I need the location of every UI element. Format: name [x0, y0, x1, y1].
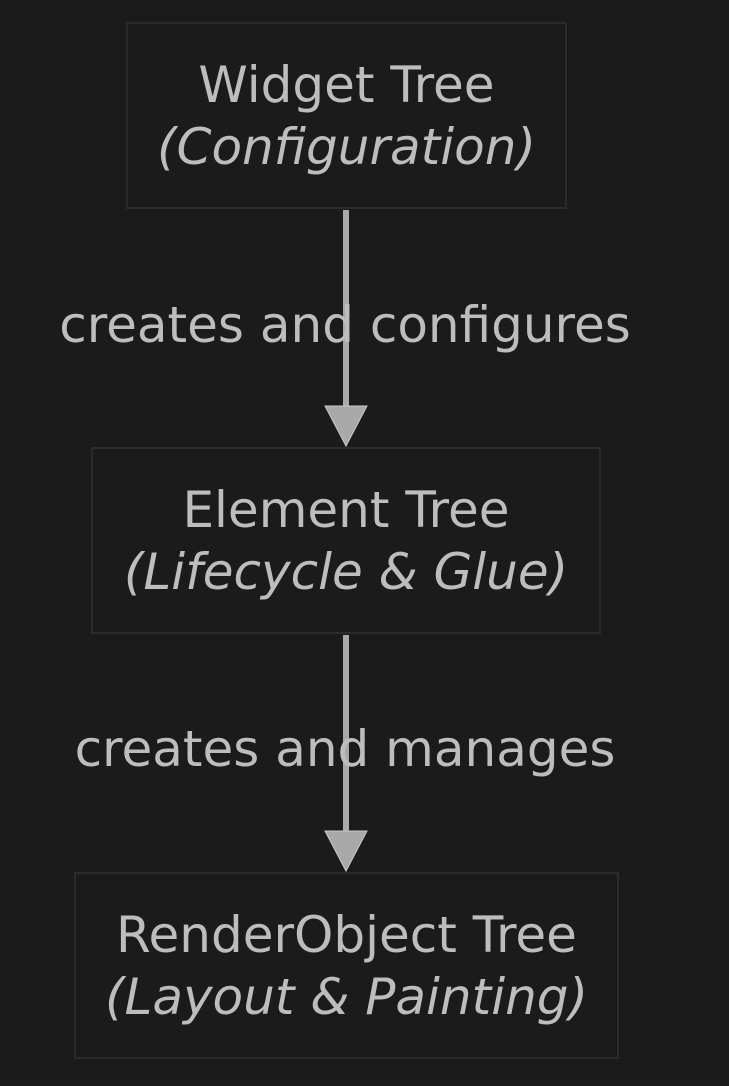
node-title: Widget Tree	[198, 55, 495, 114]
node-subtitle: (Layout & Painting)	[104, 967, 589, 1026]
edge-label-creates-and-configures: creates and configures	[59, 296, 631, 354]
arrowhead-icon	[324, 830, 368, 873]
arrowhead-icon	[324, 405, 368, 448]
node-subtitle: (Lifecycle & Glue)	[123, 542, 569, 601]
edge-label-creates-and-manages: creates and manages	[74, 720, 616, 778]
node-widget-tree: Widget Tree (Configuration)	[126, 22, 567, 209]
node-renderobject-tree: RenderObject Tree (Layout & Painting)	[74, 872, 619, 1059]
node-title: RenderObject Tree	[116, 905, 577, 964]
edge-element-to-render	[324, 635, 368, 873]
node-element-tree: Element Tree (Lifecycle & Glue)	[91, 447, 601, 634]
node-title: Element Tree	[182, 480, 510, 539]
node-subtitle: (Configuration)	[157, 117, 536, 176]
edge-widget-to-element	[324, 210, 368, 448]
